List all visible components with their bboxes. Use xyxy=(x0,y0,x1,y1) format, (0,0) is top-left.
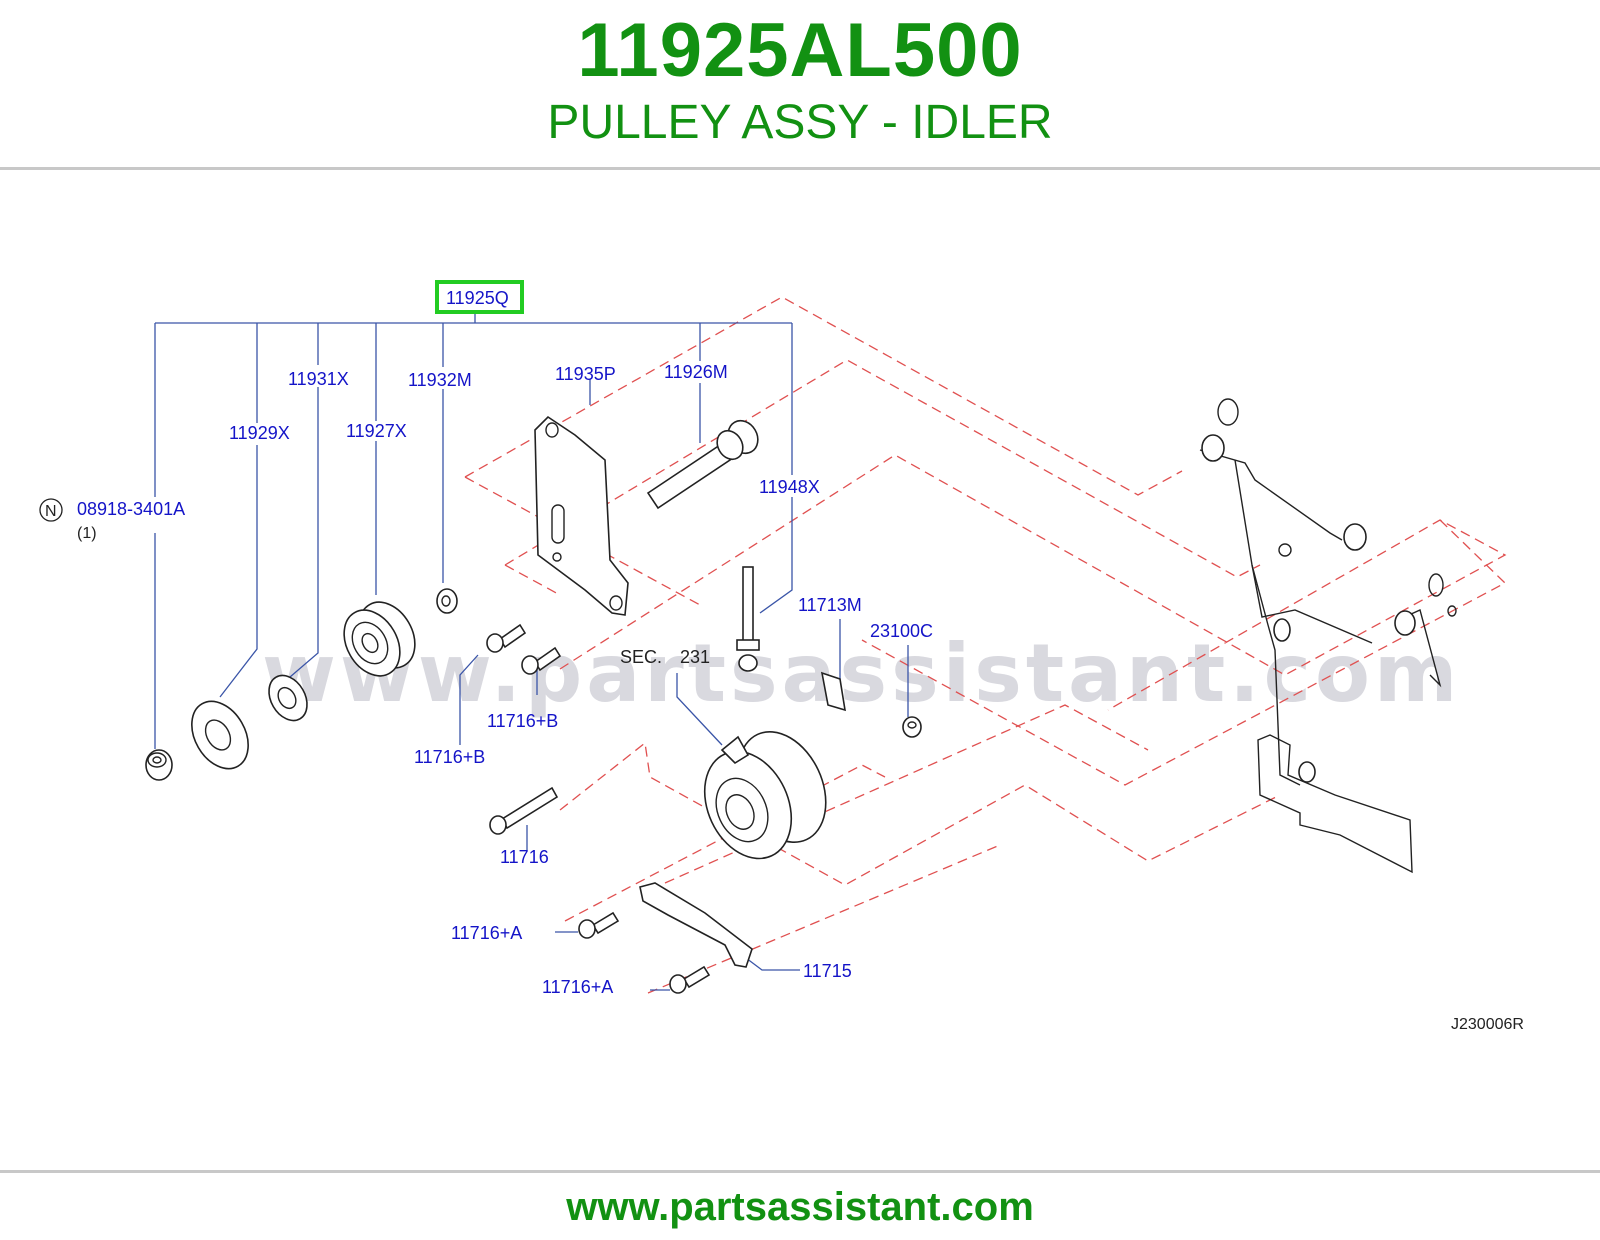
footer-divider xyxy=(0,1170,1600,1173)
bolt-11926M[interactable] xyxy=(646,415,764,510)
callout-11715[interactable]: 11715 xyxy=(803,961,852,981)
page-header: 11925AL500 PULLEY ASSY - IDLER xyxy=(0,0,1600,168)
callout-11948X[interactable]: 11948X xyxy=(759,477,820,497)
bolt-11716B-lower[interactable] xyxy=(521,646,562,675)
callout-11935P[interactable]: 11935P xyxy=(555,364,616,384)
nut-23100C[interactable] xyxy=(902,716,922,738)
callout-11929X[interactable]: 11929X xyxy=(229,423,290,443)
callout-11716B-lower[interactable]: 11716+B xyxy=(414,747,485,767)
section-number[interactable]: 231 xyxy=(680,647,710,667)
callout-11716A-upper[interactable]: 11716+A xyxy=(451,923,522,943)
callout-08918-3401A[interactable]: 08918-3401A xyxy=(77,499,185,519)
footer-website-link[interactable]: www.partsassistant.com xyxy=(566,1185,1034,1229)
alternator-sec231[interactable] xyxy=(688,718,843,873)
pulley-11927X[interactable] xyxy=(333,592,426,686)
callout-11716[interactable]: 11716 xyxy=(500,847,549,867)
bolt-11716[interactable] xyxy=(489,786,559,835)
nut-08918-3401A[interactable] xyxy=(145,749,173,781)
callout-23100C[interactable]: 23100C xyxy=(870,621,933,641)
bracket-11715[interactable] xyxy=(639,882,753,968)
callout-11716A-lower[interactable]: 11716+A xyxy=(542,977,613,997)
callout-11926M[interactable]: 11926M xyxy=(664,362,728,382)
stud-11948X[interactable] xyxy=(736,566,760,672)
washer-11931X[interactable] xyxy=(261,669,314,728)
bolt-11716B-upper[interactable] xyxy=(486,623,527,653)
n-circle-icon xyxy=(39,498,63,522)
cover-11929X[interactable] xyxy=(180,691,259,778)
bolt-11716A-upper[interactable] xyxy=(578,911,620,939)
engine-mount-structure xyxy=(1199,398,1457,874)
quantity-note: (1) xyxy=(77,525,97,542)
callout-11716B-upper[interactable]: 11716+B xyxy=(487,711,558,731)
section-label: SEC. xyxy=(620,647,662,667)
callout-11927X[interactable]: 11927X xyxy=(346,421,407,441)
clip-11713M[interactable] xyxy=(820,671,846,712)
part-name-subtitle: PULLEY ASSY - IDLER xyxy=(547,96,1053,149)
callout-11931X[interactable]: 11931X xyxy=(288,369,349,389)
header-divider xyxy=(0,167,1600,170)
bolt-11716A-lower[interactable] xyxy=(669,965,711,994)
callout-11932M[interactable]: 11932M xyxy=(408,370,472,390)
callout-11925Q[interactable]: 11925Q xyxy=(446,288,509,308)
part-number-title: 11925AL500 xyxy=(577,8,1023,93)
n-marker: N xyxy=(45,503,57,520)
diagram-code: J230006R xyxy=(1451,1016,1524,1033)
parts-diagram-svg: www.partsassistant.com xyxy=(39,280,1524,1033)
bracket-11935P[interactable] xyxy=(534,415,629,616)
parts-diagram: www.partsassistant.com xyxy=(0,265,1600,1075)
spacer-11932M[interactable] xyxy=(436,588,458,614)
callout-11713M[interactable]: 11713M xyxy=(798,595,862,615)
highlight-box-11925Q[interactable] xyxy=(435,280,524,314)
